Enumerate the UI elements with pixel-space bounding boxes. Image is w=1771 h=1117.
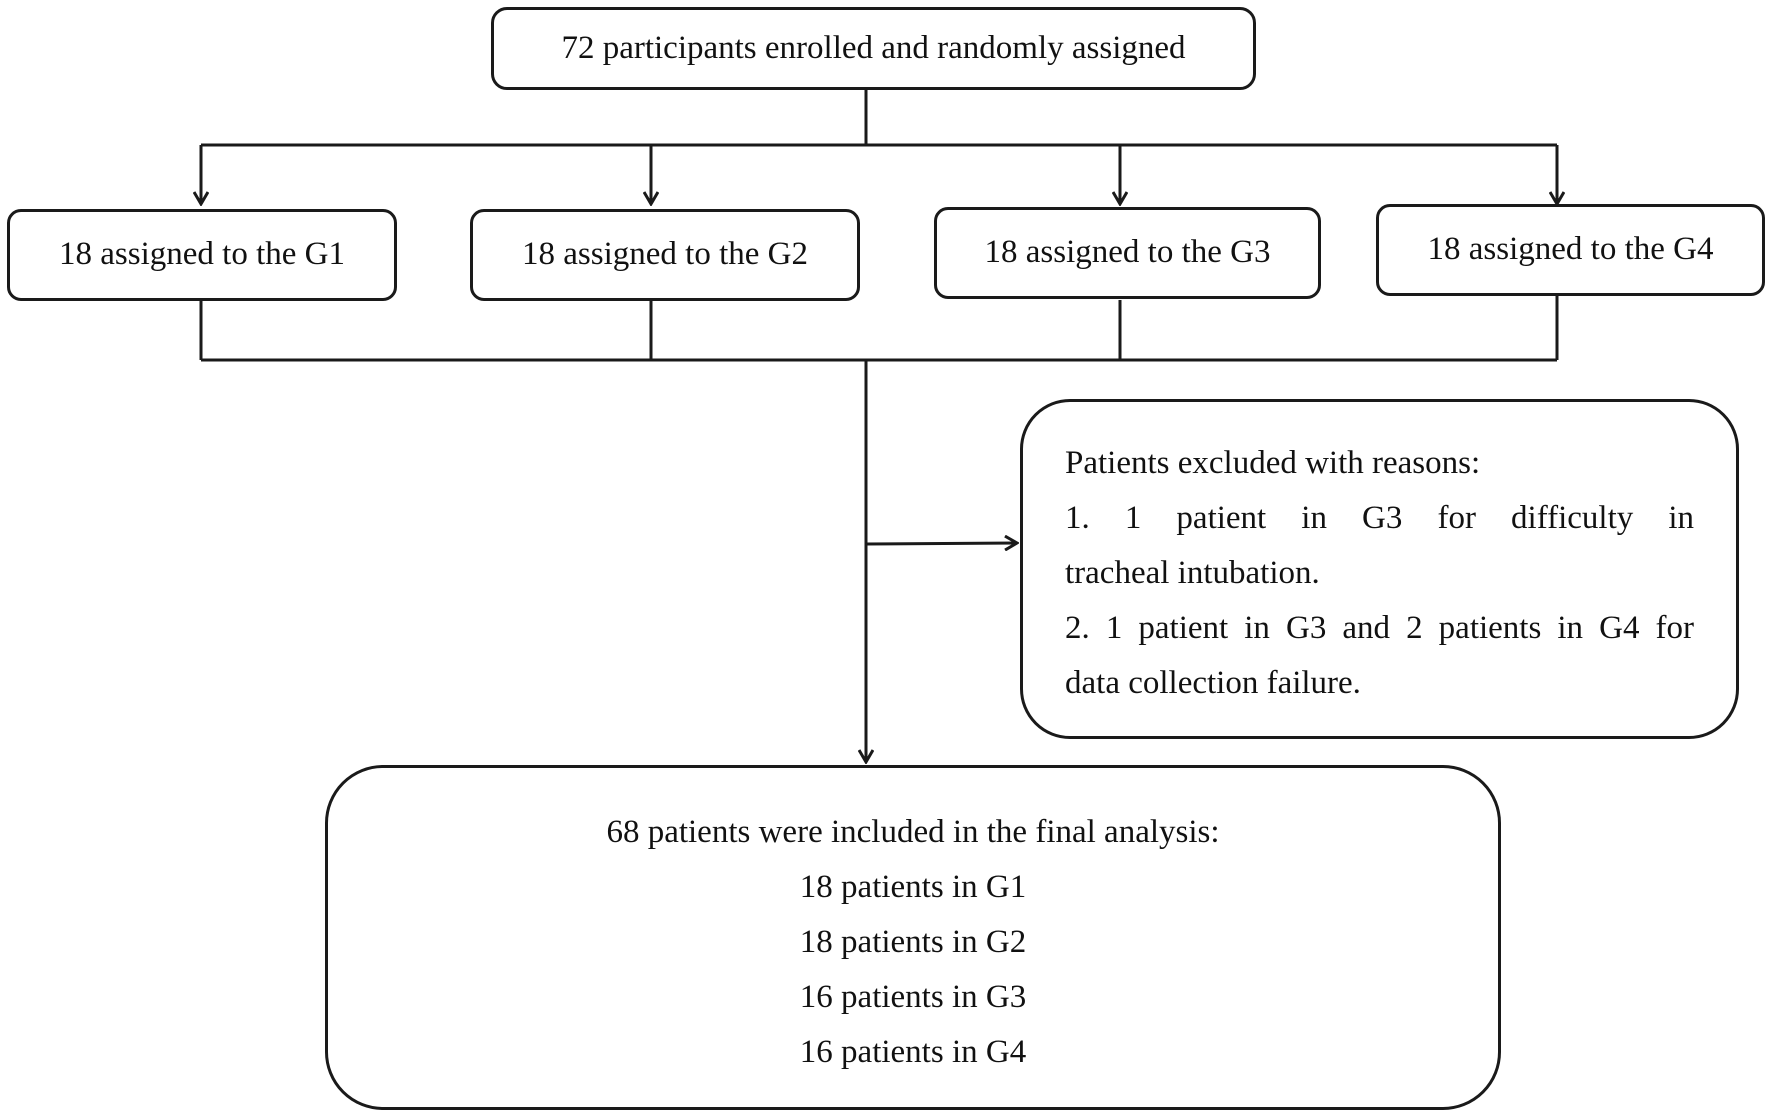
group-box-g4: 18 assigned to the G4 [1376,204,1765,296]
group-label-g1: 18 assigned to the G1 [59,236,345,273]
exclusion-reason-2-line-2: data collection failure. [1065,665,1361,701]
group-box-g1: 18 assigned to the G1 [7,209,397,301]
group-label-g2: 18 assigned to the G2 [522,236,808,273]
final-analysis-content: 68 patients were included in the final a… [328,795,1498,1080]
exclusion-reason-1-line-2: tracheal intubation. [1065,555,1320,591]
group-label-g4: 18 assigned to the G4 [1427,231,1714,268]
final-analysis-box: 68 patients were included in the final a… [325,765,1501,1110]
exclusion-content: Patients excluded with reasons: 1. 1 pat… [1065,436,1694,711]
exclusion-reason-2-line-1: 2. 1 patient in G3 and 2 patients in G4 … [1065,610,1694,646]
exclusion-reason-1-line-1: 1. 1 patient in G3 for difficulty in [1065,500,1694,536]
final-item-g2: 18 patients in G2 [799,924,1027,960]
final-item-g4: 16 patients in G4 [799,1034,1027,1070]
final-analysis-title: 68 patients were included in the final a… [606,814,1220,850]
exclusion-box: Patients excluded with reasons: 1. 1 pat… [1020,399,1739,739]
exclusion-arrow [865,543,1017,544]
group-box-g3: 18 assigned to the G3 [934,207,1321,299]
enrollment-label: 72 participants enrolled and randomly as… [561,29,1186,66]
group-box-g2: 18 assigned to the G2 [470,209,860,301]
final-item-g3: 16 patients in G3 [799,979,1027,1015]
group-label-g3: 18 assigned to the G3 [984,234,1271,271]
final-item-g1: 18 patients in G1 [799,869,1027,905]
exclusion-title: Patients excluded with reasons: [1065,445,1481,481]
enrollment-box: 72 participants enrolled and randomly as… [491,7,1256,90]
